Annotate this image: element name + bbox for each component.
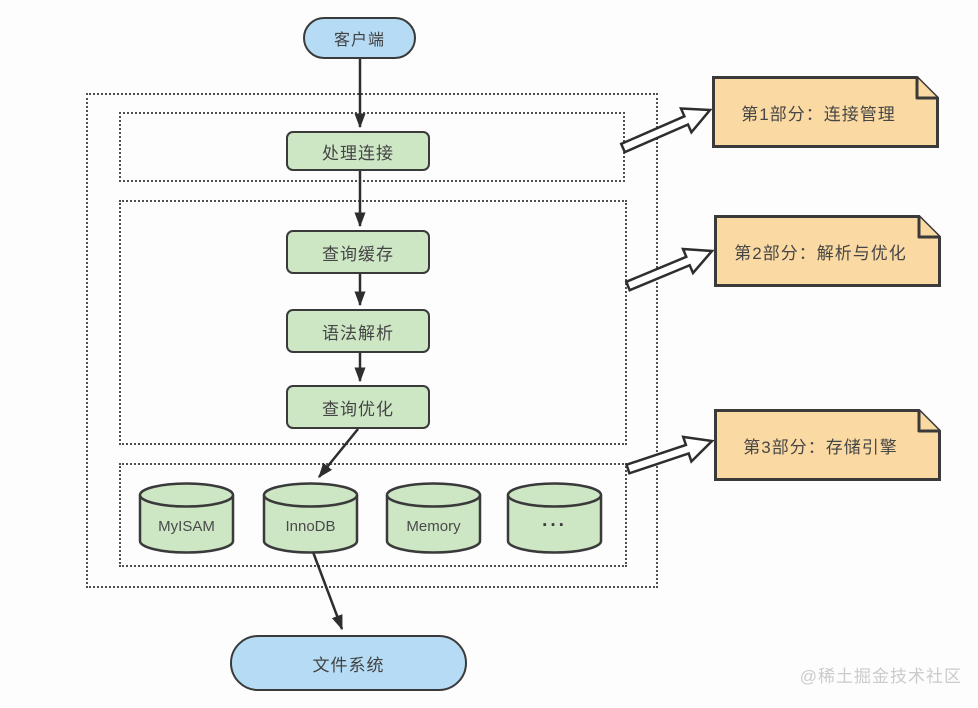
cylinder-icon <box>138 482 235 554</box>
note-shape <box>712 76 939 148</box>
stage-handle-connection: 处理连接 <box>286 131 430 171</box>
note-part3: 第3部分：存储引擎 <box>714 409 941 481</box>
watermark: @稀土掘金技术社区 <box>799 667 962 686</box>
engine-label: Memory <box>406 518 461 535</box>
note-part1: 第1部分：连接管理 <box>712 76 939 148</box>
client-label: 客户端 <box>333 32 385 49</box>
cylinder-icon <box>506 482 603 554</box>
cylinder-icon <box>385 482 482 554</box>
engine-label: MyISAM <box>158 518 215 535</box>
engine-innodb: InnoDB <box>262 482 359 554</box>
cylinder-icon <box>262 482 359 554</box>
stage-label: 语法解析 <box>322 323 394 343</box>
server-boundary-box <box>86 93 658 588</box>
filesystem-node: 文件系统 <box>230 635 467 691</box>
engine-memory: Memory <box>385 482 482 554</box>
stage-label: 查询优化 <box>322 399 394 419</box>
note-label: 第1部分：连接管理 <box>741 104 896 124</box>
note-part2: 第2部分：解析与优化 <box>714 215 941 287</box>
filesystem-label: 文件系统 <box>312 655 385 675</box>
client-node: 客户端 <box>303 17 416 59</box>
engine-label: InnoDB <box>285 518 336 535</box>
note-label: 第3部分：存储引擎 <box>743 437 898 457</box>
note-shape <box>714 215 941 287</box>
note-label: 第2部分：解析与优化 <box>734 243 907 263</box>
stage-label: 查询缓存 <box>322 244 394 264</box>
stage-query-optimize: 查询优化 <box>286 385 430 429</box>
stage-label: 处理连接 <box>322 143 394 163</box>
note-shape <box>714 409 941 481</box>
stage-syntax-parse: 语法解析 <box>286 309 430 353</box>
engine-others: ... <box>506 482 603 554</box>
engine-myisam: MyISAM <box>138 482 235 554</box>
engine-label: ... <box>542 510 567 531</box>
stage-query-cache: 查询缓存 <box>286 230 430 274</box>
storage-engine-section-box <box>119 463 627 567</box>
parse-optimize-section-box <box>119 200 627 445</box>
